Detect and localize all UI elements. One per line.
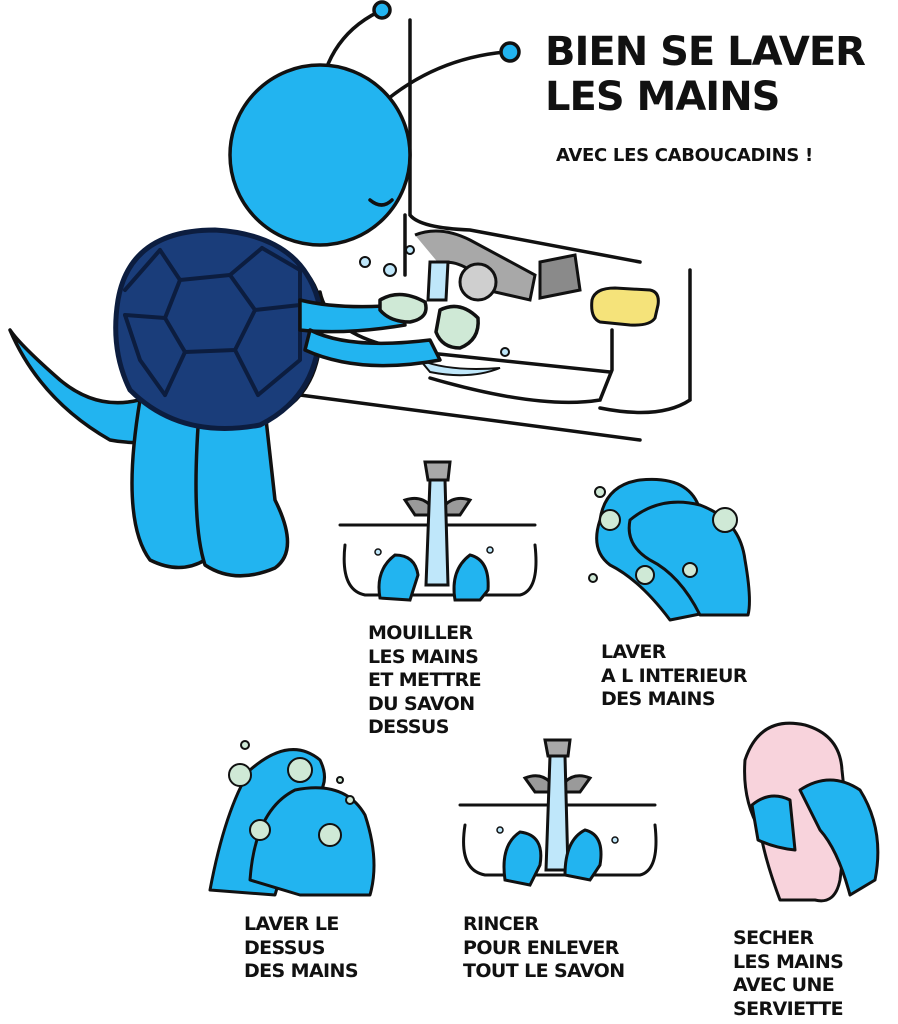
soap-bar-icon — [590, 286, 660, 327]
page-subtitle: AVEC LES CABOUCADINS ! — [556, 145, 813, 166]
step-caption-rinse: RINCER POUR ENLEVER TOUT LE SAVON — [463, 913, 625, 983]
step4-illustration — [458, 738, 658, 887]
faucet-icon — [414, 229, 582, 302]
step-caption-wash-top: LAVER LE DESSUS DES MAINS — [244, 913, 359, 983]
step-caption-wash-inside: LAVER A L INTERIEUR DES MAINS — [601, 641, 747, 711]
step3-illustration — [208, 740, 376, 897]
turtle-character — [8, 0, 521, 578]
step5-illustration — [743, 721, 880, 903]
step-caption-wet-hands: MOUILLER LES MAINS ET METTRE DU SAVON DE… — [368, 622, 482, 739]
step1-illustration — [338, 460, 538, 602]
step-caption-dry: SECHER LES MAINS AVEC UNE SERVIETTE — [733, 927, 844, 1020]
step2-illustration — [588, 477, 751, 622]
water-splash-icon — [359, 245, 510, 377]
page-title: BIEN SE LAVER LES MAINS — [545, 29, 866, 121]
shell-pattern — [123, 246, 302, 397]
